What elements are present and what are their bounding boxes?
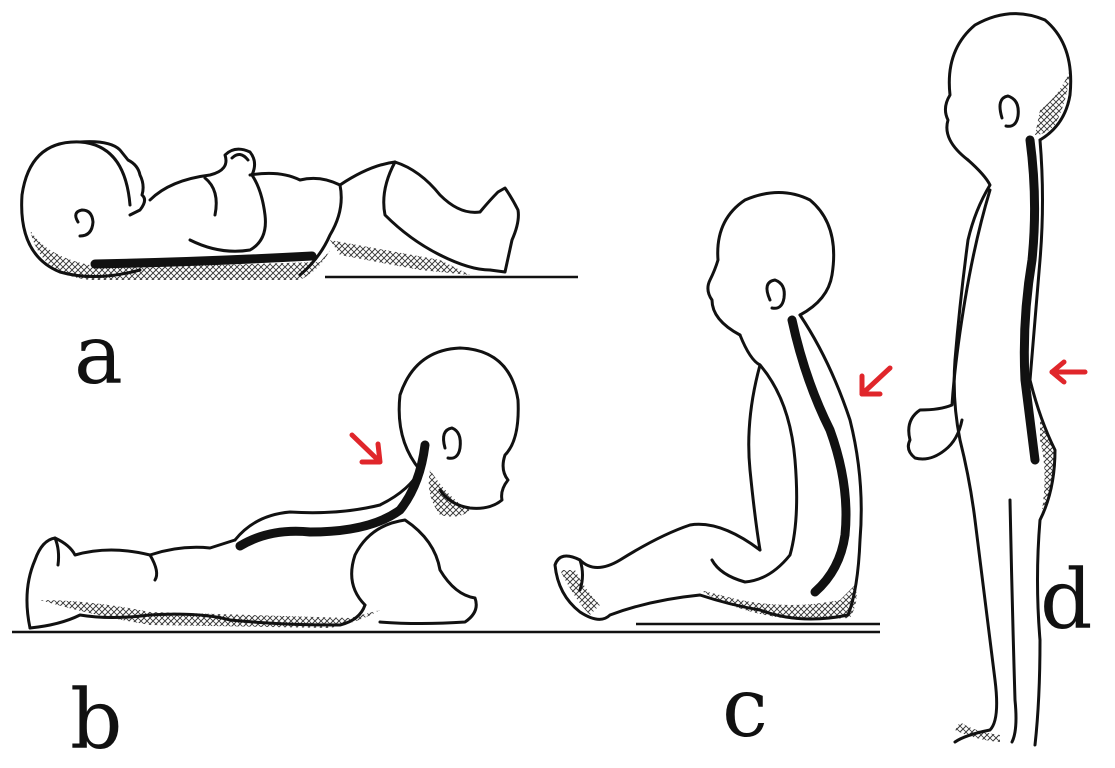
head-outline-c xyxy=(708,193,834,336)
arm-d xyxy=(908,190,990,459)
ear-c xyxy=(767,280,784,308)
shading-d xyxy=(1035,70,1070,135)
spine-curve-d xyxy=(1024,140,1035,460)
ear-a xyxy=(76,210,93,236)
ear-d xyxy=(1000,96,1018,126)
ear-b xyxy=(444,428,461,458)
red-arrow-icon xyxy=(862,368,890,394)
head-outline-d xyxy=(945,14,1070,160)
stage-label-a: a xyxy=(74,315,123,397)
infant-prone-figure xyxy=(12,348,880,632)
stage-label-d: d xyxy=(1040,560,1093,642)
spine-curve-a xyxy=(95,256,312,264)
spine-curve-c xyxy=(792,320,846,592)
arm-b xyxy=(352,520,477,624)
arm-c xyxy=(712,365,797,582)
infant-supine-figure xyxy=(22,142,578,280)
arm-a xyxy=(150,149,265,251)
stage-label-b: b xyxy=(70,680,123,762)
infant-sitting-figure xyxy=(555,193,880,625)
stage-label-c: c xyxy=(722,668,768,750)
torso-c xyxy=(760,315,861,619)
red-arrow-icon xyxy=(1052,362,1085,382)
red-arrow-icon xyxy=(352,435,380,462)
